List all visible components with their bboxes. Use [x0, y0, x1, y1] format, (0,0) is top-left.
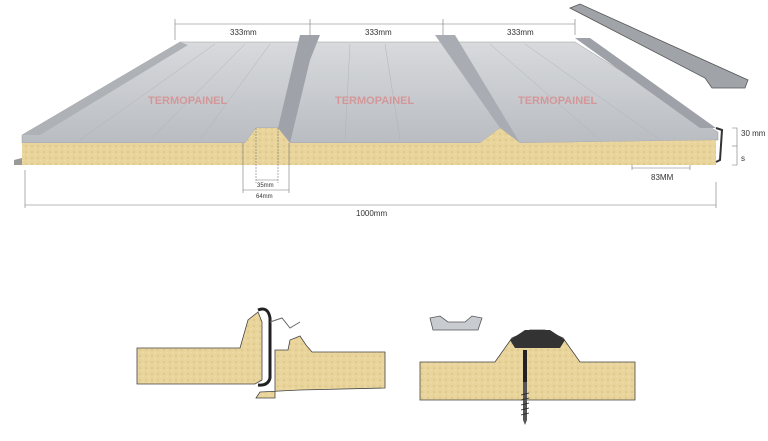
edge-profile [715, 127, 724, 163]
watermark-1: TERMOPAINEL [148, 95, 228, 107]
rib-joint-detail [419, 315, 636, 425]
side-lap [14, 158, 22, 165]
watermark-3: TERMOPAINEL [518, 95, 598, 107]
top-dimension-lines: 333mm 333mm 333mm [174, 19, 576, 40]
dim-333-3: 333mm [507, 28, 534, 37]
dim-83mm: 83MM [651, 173, 674, 182]
dim-64mm: 64mm [256, 194, 273, 200]
dim-30: 30 mm [741, 129, 766, 138]
watermark-2: TERMOPAINEL [335, 95, 415, 107]
side-joint-detail [136, 307, 386, 399]
dim-35mm: 35mm [257, 183, 274, 189]
dim-s: s [741, 154, 745, 163]
cap-profile [510, 330, 565, 348]
thickness-dimension: 30 mm s [732, 127, 766, 166]
overlap-dimension: 83MM [631, 165, 691, 182]
foam-core [22, 128, 716, 165]
dim-333-2: 333mm [365, 28, 392, 37]
ridge-cap [569, 3, 749, 89]
dim-333-1: 333mm [230, 28, 257, 37]
rib-dimensions: 35mm 64mm [242, 128, 290, 200]
total-width-dimension: 1000mm [24, 170, 717, 218]
panel-top-surface: TERMOPAINEL TERMOPAINEL TERMOPAINEL [21, 35, 719, 144]
cover-cap-piece [429, 315, 483, 331]
dim-1000mm: 1000mm [356, 209, 387, 218]
